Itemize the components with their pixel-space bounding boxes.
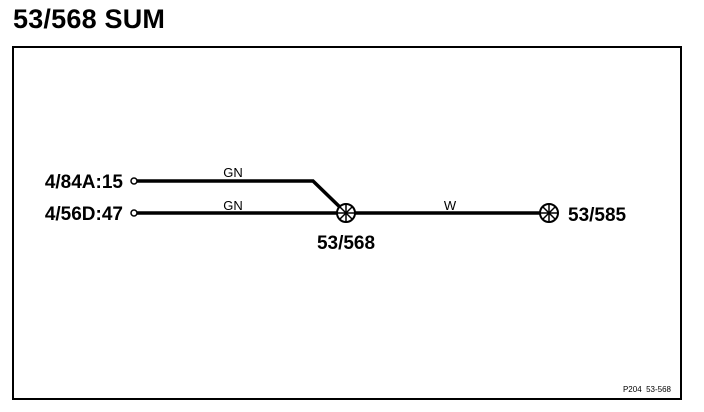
connector-label-lower: 4/56D:47	[45, 204, 123, 225]
wire-color-upper: GN	[223, 165, 243, 180]
wire-upper	[137, 179, 348, 215]
splice-label-main: 53/568	[317, 233, 375, 254]
diagram-frame	[12, 46, 682, 400]
connector-pin-lower	[130, 209, 138, 217]
connector-label-upper: 4/84A:15	[45, 172, 124, 193]
connector-pin-upper	[130, 177, 138, 185]
footer-code: P204 53-568	[623, 385, 672, 394]
splice-end-icon	[539, 203, 559, 223]
wire-color-output: W	[444, 198, 457, 213]
splice-label-end: 53/585	[568, 205, 627, 226]
wire-color-lower: GN	[223, 198, 243, 213]
splice-main-icon	[336, 203, 356, 223]
page-title: 53/568 SUM	[13, 4, 166, 34]
